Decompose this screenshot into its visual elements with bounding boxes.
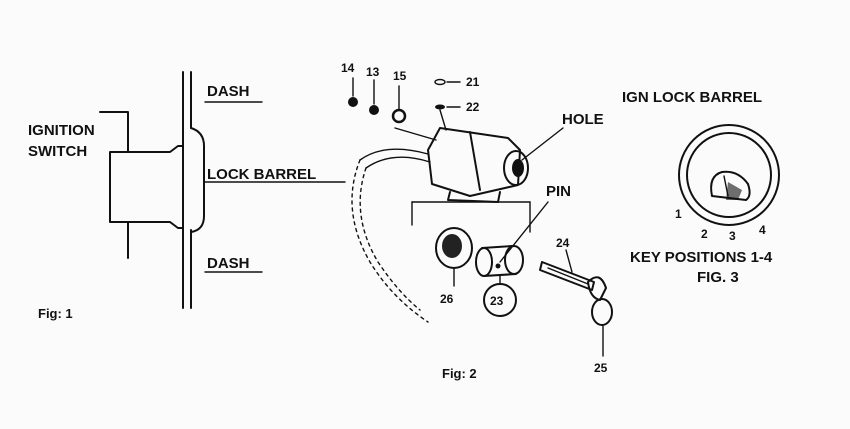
ignition-switch-body	[99, 111, 129, 259]
part-15-washer	[391, 108, 407, 124]
switch-hole	[512, 159, 524, 177]
key-position-3: 3	[729, 229, 736, 243]
ignition-switch-upper-edge	[127, 145, 184, 153]
part-number-15: 15	[393, 69, 407, 83]
ignition-switch-lower-edge	[127, 221, 184, 229]
key-position-1: 1	[675, 207, 682, 221]
part-number-22: 22	[466, 100, 480, 114]
part-23-cylinder-back	[475, 247, 493, 277]
part-number-23: 23	[490, 294, 504, 308]
key-position-4: 4	[759, 223, 766, 237]
wire-harness-dotted-1	[351, 159, 429, 323]
part-number-26: 26	[440, 292, 454, 306]
part-23-cylinder-sides	[481, 245, 517, 277]
part-14-nut	[348, 97, 358, 107]
dash-bottom-label: DASH	[207, 255, 250, 272]
switch-housing-seam	[469, 131, 481, 191]
key-slot	[710, 170, 751, 201]
ignition-label-line1: IGNITION	[28, 122, 95, 139]
stud-line	[394, 127, 437, 141]
fig3-caption-line2: FIG. 3	[697, 269, 739, 286]
part-24-key-blade	[539, 261, 595, 291]
lock-barrel-label: LOCK BARREL	[207, 166, 316, 183]
clip-guide-line	[439, 109, 447, 131]
hole-label: HOLE	[562, 111, 604, 128]
part-23-pin-hole	[495, 263, 501, 269]
pin-label: PIN	[546, 183, 571, 200]
part-number-21: 21	[466, 75, 480, 89]
key-position-2: 2	[701, 227, 708, 241]
fig2-caption: Fig: 2	[442, 366, 477, 381]
switch-face-ring	[503, 150, 529, 186]
part-24-leader	[565, 249, 573, 273]
part-number-24: 24	[556, 236, 570, 250]
switch-mount-bracket	[447, 191, 501, 203]
switch-housing	[427, 127, 521, 197]
hole-leader	[521, 127, 564, 161]
part-24-key-ring	[591, 298, 613, 326]
lock-barrel-inner-ring	[686, 132, 772, 218]
fig2-drawing: HOLE PIN 14 13 15 21 22 24 26 23 25	[341, 61, 613, 381]
fig1-drawing: IGNITION SWITCH DASH LOCK BARREL DASH Fi…	[28, 71, 346, 321]
mount-plate-outline	[411, 201, 531, 233]
wire-harness-dotted-2	[359, 167, 421, 311]
part-24-key-head	[587, 276, 607, 301]
lock-barrel-outer-ring	[678, 124, 780, 226]
wire-harness-2	[365, 156, 431, 169]
lock-barrel-bulge	[190, 127, 205, 233]
part-number-14: 14	[341, 61, 355, 75]
part-21-clip	[434, 78, 446, 86]
ignition-label-line2: SWITCH	[28, 143, 87, 160]
fig3-caption-line1: KEY POSITIONS 1-4	[630, 249, 773, 266]
wire-harness-1	[359, 148, 429, 161]
part-26-cap-inner	[442, 234, 462, 258]
part-number-25: 25	[594, 361, 608, 375]
fig3-title: IGN LOCK BARREL	[622, 89, 762, 106]
part-24-key-groove	[547, 267, 589, 285]
fig1-caption: Fig: 1	[38, 306, 73, 321]
fig3-drawing: IGN LOCK BARREL 1 2 3 4 KEY POSITIONS 1-…	[622, 89, 780, 286]
part-13-nut	[369, 105, 379, 115]
dash-top-label: DASH	[207, 83, 250, 100]
key-slot-shading	[726, 182, 742, 200]
part-22-clip	[435, 104, 445, 110]
part-number-13: 13	[366, 65, 380, 79]
part-23-cylinder-face	[504, 245, 524, 275]
pin-leader	[499, 201, 549, 263]
part-23-callout-circle	[483, 283, 517, 317]
